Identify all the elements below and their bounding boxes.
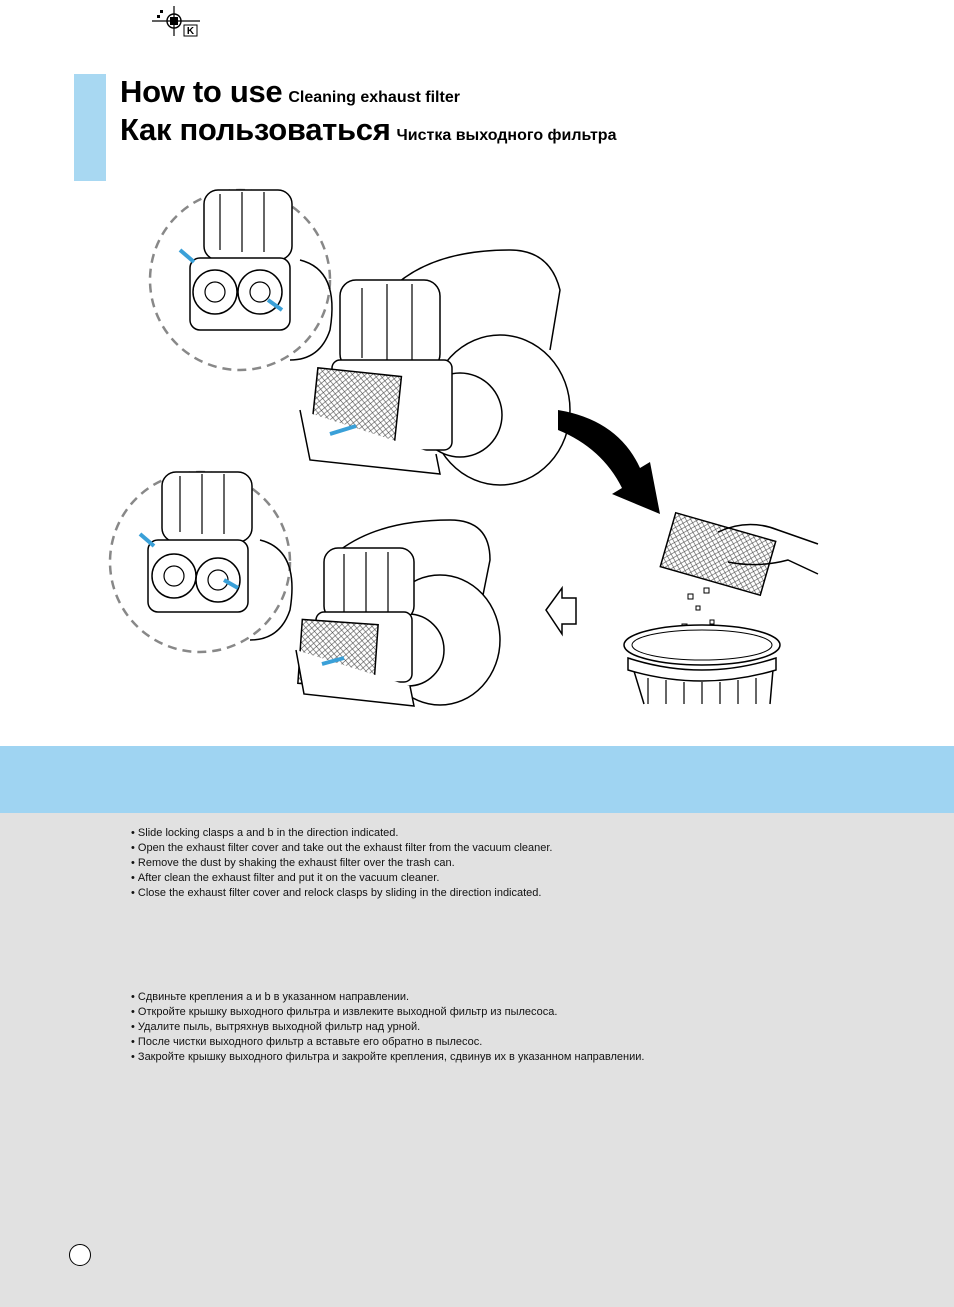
list-item: Close the exhaust filter cover and reloc…	[131, 886, 552, 901]
filter-cleaning-illustration	[108, 188, 819, 707]
page-title-en: How to use Cleaning exhaust filter	[120, 74, 460, 110]
filter-over-trash-can	[623, 511, 819, 705]
list-item: Закройте крышку выходного фильтра и закр…	[131, 1050, 645, 1065]
title-ru-main: Как пользоваться	[120, 112, 391, 147]
vacuum-bottom	[295, 519, 501, 707]
curved-arrow-icon	[558, 410, 660, 514]
reg-mark-letter: K	[187, 26, 195, 37]
instructions-list-ru: Сдвиньте крепления a и b в указанном нап…	[131, 990, 645, 1065]
list-item: После чистки выходного фильтр а вставьте…	[131, 1035, 644, 1050]
list-item: Remove the dust by shaking the exhaust f…	[131, 856, 552, 871]
title-en-sub: Cleaning exhaust filter	[288, 89, 460, 106]
page-number-circle	[69, 1244, 91, 1266]
title-en-main: How to use	[120, 74, 283, 109]
accent-bar	[74, 74, 106, 181]
detail-circle-top	[148, 188, 333, 372]
list-item: Удалите пыль, вытряхнув выходной фильтр …	[131, 1020, 644, 1035]
list-item: Slide locking clasps a and b in the dire…	[131, 826, 552, 841]
title-ru-sub: Чистка выходного фильтра	[396, 127, 617, 144]
vacuum-top	[299, 249, 571, 486]
list-item: Откройте крышку выходного фильтра и извл…	[131, 1005, 644, 1020]
detail-circle-bottom	[108, 470, 293, 654]
registration-mark-icon: K	[152, 6, 200, 37]
section-band	[0, 746, 954, 813]
page-title-ru: Как пользоваться Чистка выходного фильтра	[120, 112, 616, 148]
list-item: After clean the exhaust filter and put i…	[131, 871, 552, 886]
list-item: Сдвиньте крепления a и b в указанном нап…	[131, 990, 644, 1005]
list-item: Open the exhaust filter cover and take o…	[131, 841, 553, 856]
instructions-list-en: Slide locking clasps a and b in the dire…	[131, 826, 553, 901]
hollow-left-arrow-icon	[545, 585, 577, 637]
